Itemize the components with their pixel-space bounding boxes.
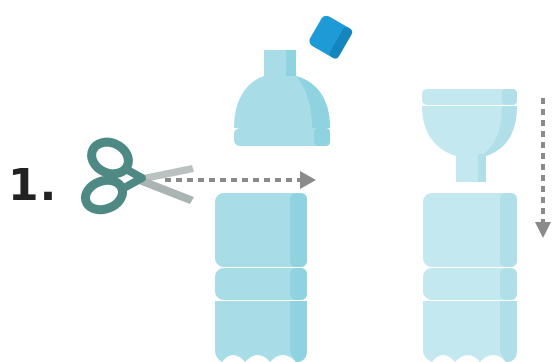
scissors-handle-bottom — [81, 175, 126, 214]
scissors-shank — [124, 168, 142, 188]
inverted-bottle-top — [422, 89, 517, 182]
bottle-base-assembled — [423, 193, 517, 362]
dotted-arrow-down-icon — [535, 98, 551, 238]
scissors-icon — [81, 136, 194, 214]
bottle-top-piece — [234, 50, 330, 146]
dotted-arrow-right-icon — [165, 171, 316, 189]
bottle-bottom-piece — [215, 193, 307, 362]
bottle-cap-icon — [307, 14, 353, 60]
